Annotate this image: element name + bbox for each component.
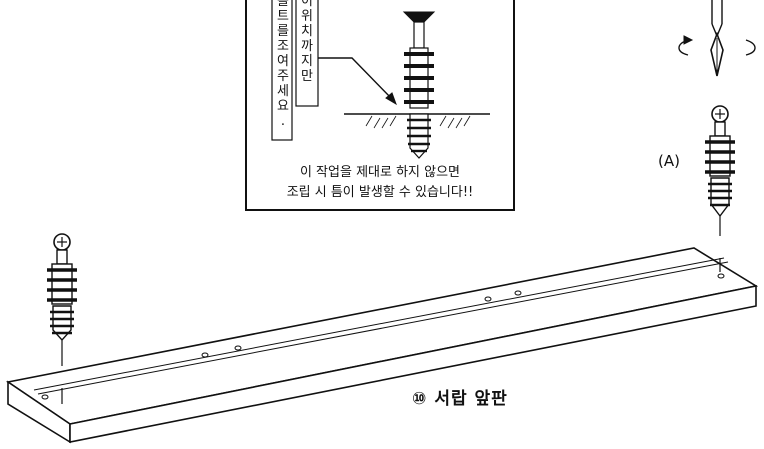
vertical-char: . (280, 114, 286, 129)
vertical-char: 세 (277, 84, 289, 99)
part-title: ⑩ 서랍 앞판 (412, 384, 508, 409)
vertical-char: 조 (277, 39, 289, 54)
vertical-char: 트 (277, 9, 289, 24)
vertical-char: 지 (301, 54, 313, 69)
warning-line-1: 이 작업을 제대로 하지 않으면 (299, 165, 461, 180)
vertical-char: 위 (301, 9, 313, 24)
vertical-char: 여 (277, 54, 289, 69)
callout-box (245, 0, 515, 211)
vertical-char: 이 (301, 0, 313, 9)
vertical-char: 까 (301, 39, 313, 54)
left-bolt (47, 233, 77, 404)
warning-line-2: 조립 시 틈이 발생할 수 있습니다!! (286, 185, 474, 200)
vertical-char: 요 (277, 99, 289, 114)
label-a: (A) (658, 152, 680, 170)
vertical-char: 치 (301, 24, 313, 39)
part-name: 서랍 앞판 (434, 389, 508, 409)
vertical-char: 볼 (277, 0, 289, 9)
vertical-char: 주 (277, 69, 289, 84)
vertical-char: 만 (301, 69, 313, 84)
cross-section-illustration (318, 11, 490, 159)
vertical-char: 를 (277, 24, 289, 39)
part-number: ⑩ (412, 389, 428, 409)
drawer-front-board (5, 247, 759, 444)
right-bolt-with-screwdriver (678, 0, 756, 272)
